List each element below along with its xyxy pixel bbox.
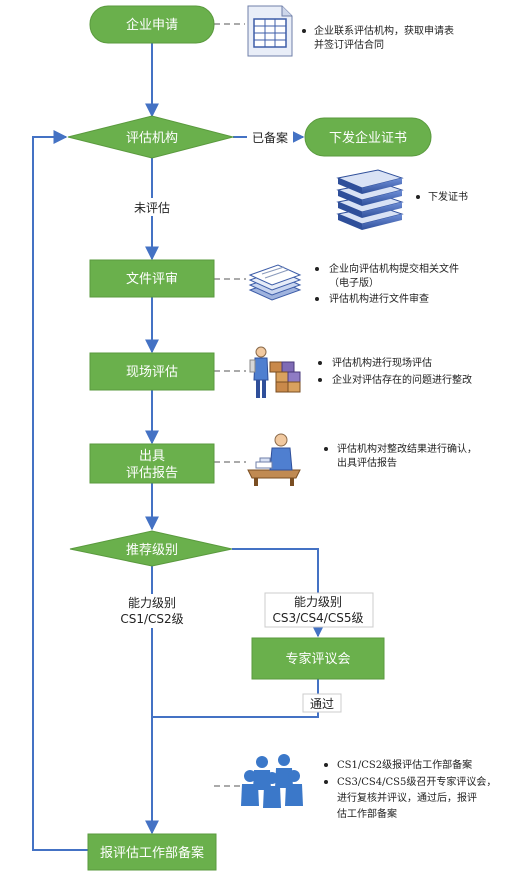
note-filing-line3: 进行复核并评议，通过后，报评 xyxy=(337,791,477,804)
node-report-line1: 出具 xyxy=(139,449,165,464)
label-bg-not-assessed xyxy=(126,198,178,216)
note-onsite-line2: 企业对评估存在的问题进行整改 xyxy=(332,373,472,386)
label-not-assessed: 未评估 xyxy=(134,201,170,215)
node-expert: 专家评议会 xyxy=(285,651,350,667)
note-report: 评估机构对整改结果进行确认， 出具评估报告 xyxy=(324,442,477,469)
note-doc-line2: （电子版） xyxy=(329,276,379,289)
node-onsite: 现场评估 xyxy=(126,365,178,380)
node-cert-box xyxy=(304,117,432,157)
node-doc-box xyxy=(89,259,215,298)
paper-stack-icon xyxy=(248,264,302,301)
label-passed: 通过 xyxy=(310,697,334,711)
node-doc: 文件评审 xyxy=(126,272,178,287)
node-assess-diamond xyxy=(67,115,235,159)
label-cs345-line1: 能力级别 xyxy=(294,595,342,609)
note-doc-line3: 评估机构进行文件审查 xyxy=(329,292,429,305)
line-expert-to-merge xyxy=(152,679,319,718)
note-report-line1: 评估机构对整改结果进行确认， xyxy=(337,442,477,455)
label-bg-passed xyxy=(302,693,342,713)
node-report-line2: 评估报告 xyxy=(126,466,178,481)
label-bg-cs12 xyxy=(107,594,197,628)
note-cert-line1: 下发证书 xyxy=(428,190,468,203)
note-doc-line1: 企业向评估机构提交相关文件 xyxy=(329,262,459,275)
note-onsite-line1: 评估机构进行现场评估 xyxy=(332,356,432,369)
people-group-icon xyxy=(241,754,303,808)
label-bg-cs345 xyxy=(264,592,374,628)
label-bg-filed xyxy=(247,128,293,146)
node-onsite-box xyxy=(89,352,215,391)
note-filing-line4: 估工作部备案 xyxy=(337,807,397,820)
node-filing: 报评估工作部备案 xyxy=(100,845,204,861)
node-assess: 评估机构 xyxy=(126,131,178,146)
note-cert: 下发证书 xyxy=(416,190,468,203)
label-filed: 已备案 xyxy=(252,130,288,145)
node-start-box xyxy=(89,5,215,44)
arrow-loop-back xyxy=(32,130,88,851)
node-recommend: 推荐级别 xyxy=(126,543,178,558)
node-start: 企业申请 xyxy=(126,17,178,33)
note-filing-line1: CS1/CS2级报评估工作部备案 xyxy=(337,758,472,771)
worker-boxes-icon xyxy=(249,346,301,398)
label-cs345-line2: CS3/CS4/CS5级 xyxy=(273,611,364,625)
book-stack-icon xyxy=(336,169,404,230)
node-recommend-diamond xyxy=(69,530,233,567)
office-worker-icon xyxy=(247,433,301,486)
note-onsite: 评估机构进行现场评估 企业对评估存在的问题进行整改 xyxy=(318,356,472,386)
label-cs12-line2: CS1/CS2级 xyxy=(120,612,183,626)
node-filing-box xyxy=(87,833,217,871)
label-cs12-line1: 能力级别 xyxy=(128,596,176,610)
note-doc: 企业向评估机构提交相关文件 （电子版） 评估机构进行文件审查 xyxy=(315,262,459,305)
note-report-line2: 出具评估报告 xyxy=(337,456,397,469)
note-filing-line2: CS3/CS4/CS5级召开专家评议会， xyxy=(337,775,496,788)
note-filing: CS1/CS2级报评估工作部备案 CS3/CS4/CS5级召开专家评议会， 进行… xyxy=(324,758,496,820)
form-document-icon xyxy=(247,5,293,57)
note-apply: 企业联系评估机构，获取申请表 并签订评估合同 xyxy=(302,24,454,51)
dashed-links xyxy=(214,23,246,787)
node-report-box xyxy=(89,443,215,484)
note-apply-line2: 并签订评估合同 xyxy=(314,38,384,51)
note-apply-line1: 企业联系评估机构，获取申请表 xyxy=(314,24,454,37)
node-expert-box xyxy=(251,637,385,680)
node-cert: 下发企业证书 xyxy=(329,130,407,146)
